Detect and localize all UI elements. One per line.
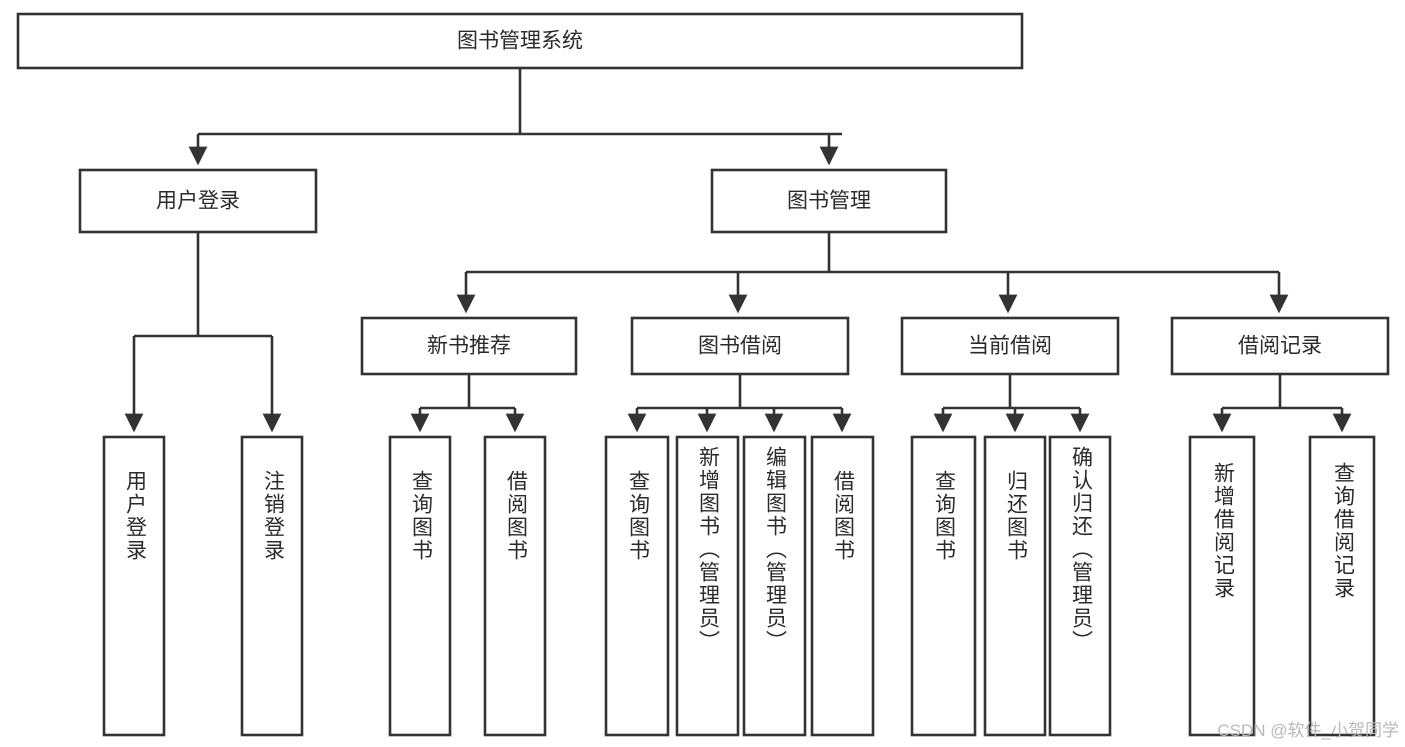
leaf-query-borrow-record[interactable]: 查询借阅记录 — [1308, 435, 1376, 737]
node-root-system[interactable]: 图书管理系统 — [16, 12, 1024, 70]
connector-record-to-leaves — [1212, 374, 1352, 433]
leaf-newbook-query-book[interactable]: 查询图书 — [388, 435, 452, 737]
leaf-logout[interactable]: 注销登录 — [240, 435, 304, 737]
leaf-edit-book-admin[interactable]: 编辑图书（管理员） — [742, 435, 807, 737]
leaf-logout-label: 注销登录 — [261, 470, 285, 562]
leaf-add-borrow-record[interactable]: 新增借阅记录 — [1188, 435, 1256, 737]
leaf-newbook-borrow-book-label: 借阅图书 — [504, 470, 528, 562]
node-current-borrow[interactable]: 当前借阅 — [900, 316, 1120, 376]
connector-borrow-to-leaves — [627, 374, 852, 433]
leaf-newbook-query-book-label: 查询图书 — [409, 470, 433, 562]
leaf-borrow-book-label: 借阅图书 — [831, 470, 855, 562]
connector-current-to-leaves — [933, 374, 1090, 433]
node-book-borrow[interactable]: 图书借阅 — [630, 316, 850, 376]
leaf-newbook-borrow-book[interactable]: 借阅图书 — [483, 435, 547, 737]
leaf-borrow-query-book[interactable]: 查询图书 — [604, 435, 670, 737]
connector-userlogin-to-leaves — [124, 232, 282, 433]
node-book-borrow-label: 图书借阅 — [698, 335, 782, 358]
leaf-current-query-book-label: 查询图书 — [932, 470, 956, 562]
leaf-borrow-query-book-label: 查询图书 — [626, 470, 650, 562]
leaf-user-login-label: 用户登录 — [123, 470, 147, 562]
leaf-confirm-return-admin[interactable]: 确认归还（管理员） — [1048, 435, 1112, 737]
node-borrow-record[interactable]: 借阅记录 — [1170, 316, 1390, 376]
node-borrow-record-label: 借阅记录 — [1238, 335, 1322, 358]
connector-root-to-level2 — [188, 68, 842, 166]
leaf-add-book-admin[interactable]: 新增图书（管理员） — [675, 435, 740, 737]
leaf-add-borrow-record-label: 新增借阅记录 — [1211, 462, 1235, 600]
leaf-return-book[interactable]: 归还图书 — [983, 435, 1047, 737]
node-book-management[interactable]: 图书管理 — [710, 168, 948, 234]
leaf-user-login[interactable]: 用户登录 — [102, 435, 166, 737]
connector-bookmgmt-to-level3 — [456, 232, 1289, 314]
node-current-borrow-label: 当前借阅 — [968, 335, 1052, 358]
node-root-label: 图书管理系统 — [457, 30, 583, 53]
leaf-add-book-admin-label: 新增图书（管理员） — [696, 446, 720, 653]
leaf-current-query-book[interactable]: 查询图书 — [910, 435, 977, 737]
node-new-book-recommend[interactable]: 新书推荐 — [360, 316, 578, 376]
csdn-watermark: CSDN @软件_小贺同学 — [1217, 721, 1399, 740]
leaf-confirm-return-admin-label: 确认归还（管理员） — [1069, 446, 1093, 653]
leaf-borrow-book[interactable]: 借阅图书 — [810, 435, 875, 737]
leaf-edit-book-admin-label: 编辑图书（管理员） — [763, 446, 787, 653]
connector-newbook-to-leaves — [410, 374, 525, 433]
node-new-book-recommend-label: 新书推荐 — [427, 335, 511, 358]
node-user-login[interactable]: 用户登录 — [78, 168, 318, 234]
leaf-return-book-label: 归还图书 — [1004, 470, 1028, 562]
node-book-management-label: 图书管理 — [787, 190, 871, 213]
leaf-query-borrow-record-label: 查询借阅记录 — [1331, 462, 1355, 600]
node-user-login-label: 用户登录 — [156, 190, 240, 213]
